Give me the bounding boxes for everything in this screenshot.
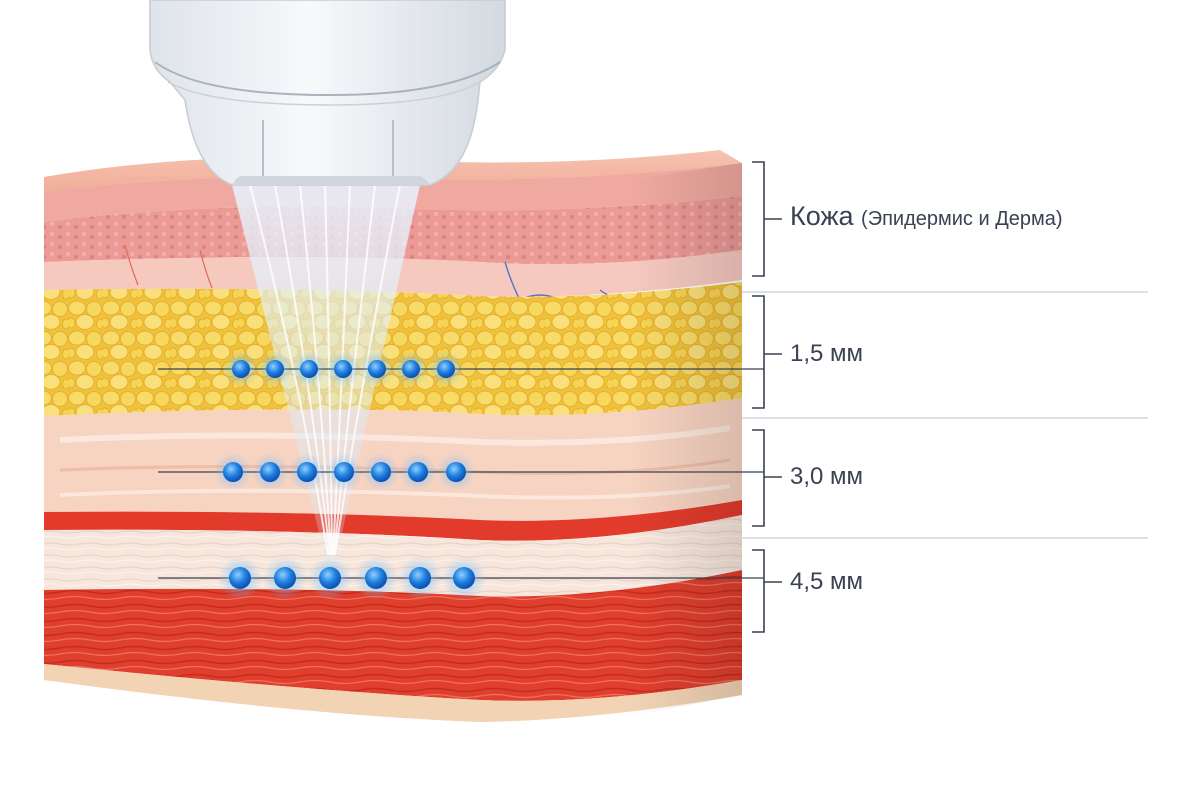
smas-band (44, 500, 742, 541)
bottom-layer (44, 664, 742, 722)
focal-point-icon (453, 567, 475, 589)
bracket-3-0 (752, 429, 782, 527)
focal-row-1 (223, 351, 464, 387)
focal-point-icon (368, 360, 386, 378)
focal-row-2 (214, 453, 475, 491)
ultrasound-transducer-icon (149, 0, 506, 186)
focal-row-3 (218, 556, 486, 600)
focal-point-icon (371, 462, 391, 482)
skin-label-sub: (Эпидермис и Дерма) (861, 208, 1063, 230)
focal-point-icon (334, 360, 352, 378)
bracket-skin (752, 161, 782, 277)
depth-label-3-0: 3,0 мм (790, 463, 864, 490)
focal-point-icon (408, 462, 428, 482)
focal-point-icon (232, 360, 250, 378)
muscle-layer (44, 570, 742, 701)
focal-point-icon (266, 360, 284, 378)
focal-point-icon (446, 462, 466, 482)
depth-label-1-5: 1,5 мм (790, 340, 864, 367)
focal-point-icon (409, 567, 431, 589)
depth-label-4-5: 4,5 мм (790, 568, 864, 595)
focal-point-icon (229, 567, 251, 589)
bracket-4-5 (752, 549, 782, 633)
focal-point-icon (297, 462, 317, 482)
focal-point-icon (402, 360, 420, 378)
focal-point-icon (365, 567, 387, 589)
skin-layer-label: Кожа (Эпидермис и Дерма) (790, 201, 1063, 232)
focal-point-icon (274, 567, 296, 589)
fat-layer (44, 282, 742, 416)
focal-point-icon (319, 567, 341, 589)
focal-point-icon (260, 462, 280, 482)
focal-point-icon (300, 360, 318, 378)
focal-point-icon (437, 360, 455, 378)
focal-point-icon (334, 462, 354, 482)
focal-point-icon (223, 462, 243, 482)
skin-label-main: Кожа (790, 201, 854, 231)
bracket-1-5 (752, 295, 782, 409)
